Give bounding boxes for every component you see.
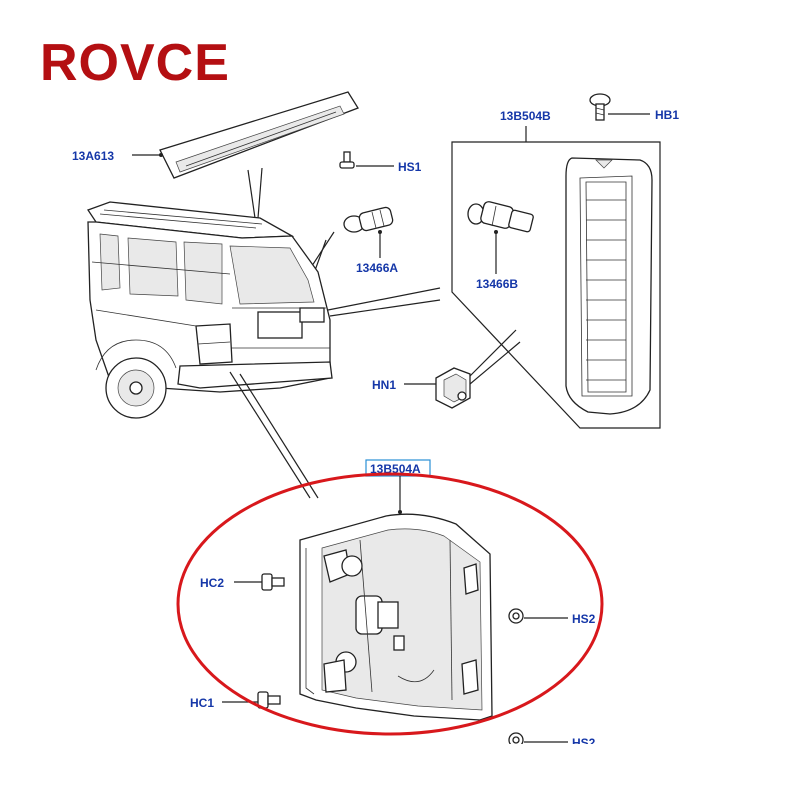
callout-hs1: HS1 [398,160,422,174]
callout-hc2: HC2 [200,576,224,590]
leader-strip-to-car-2 [257,167,263,219]
lamp-13b504b [565,157,653,415]
leader-car-to-lamp-a-2 [239,373,319,499]
trim-strip-13a613 [159,91,359,179]
screw-hs2 [508,608,524,624]
lamp-13b504a [299,513,493,721]
leader-hn1-to-lamp-2 [469,341,521,385]
leader-hn1-to-lamp [469,329,517,377]
bottom-crop [0,744,800,800]
bulb-13466a [343,206,394,233]
screw-hs1 [339,151,355,169]
callout-13a613: 13A613 [72,149,114,163]
leader-dot [494,230,498,234]
callout-13466a: 13466A [356,261,398,275]
leader-car-to-lamp-b [327,287,441,311]
leader-car-to-lamp-a [229,371,311,499]
callout-hs2: HS2 [572,612,596,626]
vehicle-range-rover [87,201,333,419]
callout-hc1: HC1 [190,696,214,710]
highlight-ellipse [176,472,604,736]
bulb-13466b [467,201,534,233]
callout-hn1: HN1 [372,378,396,392]
screw-hb1 [589,93,611,121]
leader-dot [159,153,163,157]
callout-hb1: HB1 [655,108,679,122]
group-box-13b504b [451,141,661,429]
highlight-box-13b504a [365,459,431,477]
nut-hn1 [435,367,471,409]
leader-car-to-lamp-b-2 [329,299,441,317]
leader-dot [398,510,402,514]
callout-13b504b: 13B504B [500,109,551,123]
brand-logo: ROVCE [40,34,230,92]
callout-13b504a: 13B504A [370,462,421,476]
leader-dot [378,230,382,234]
callout-13466b: 13466B [476,277,518,291]
screw-hs2-bottom [508,732,524,748]
clip-hc2 [261,573,285,591]
leader-strip-to-car [247,169,256,219]
clip-hc1 [257,691,281,709]
